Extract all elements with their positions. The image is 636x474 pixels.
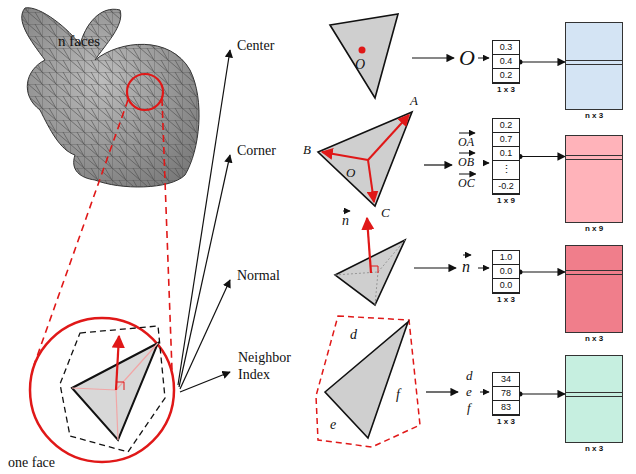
branch-arrows (178, 50, 230, 392)
zoom-line (162, 99, 172, 370)
part-label: Neighbor Index (238, 350, 300, 384)
vector-arrow (459, 174, 476, 175)
zoom-marker (127, 74, 163, 110)
vector-value: 0.1 (493, 147, 519, 161)
point-symbol: O (346, 165, 355, 181)
point-symbol: B (303, 142, 311, 158)
connector (520, 393, 565, 394)
point-symbol: d (466, 368, 473, 384)
vector-value: 0.0 (493, 265, 519, 279)
vector-value: 83 (493, 401, 519, 415)
vector-arrow (343, 211, 350, 212)
size-label: n x 3 (556, 111, 632, 120)
connector (520, 271, 565, 272)
vector-symbol: n (462, 253, 470, 276)
vector-arrow (459, 153, 475, 154)
point-symbol: e (330, 417, 336, 434)
point-symbol: C (381, 205, 390, 221)
connector (520, 61, 565, 62)
neighbor-triangle (325, 322, 408, 438)
part-label: Corner (237, 143, 276, 160)
part-label: n faces (58, 32, 100, 50)
vector-value: ⋮ (493, 161, 519, 180)
vector-arrow (463, 255, 471, 256)
vector-value: 0.4 (493, 55, 519, 69)
center-triangle (330, 14, 398, 98)
vector-symbol: n (342, 209, 349, 230)
row-marker (566, 270, 622, 275)
corner-triangle (318, 112, 412, 206)
vector-value: -0.2 (493, 180, 519, 194)
map-arrows (412, 58, 458, 392)
row-marker (566, 60, 622, 65)
point-symbol: O (355, 57, 365, 74)
size-label: 1 x 3 (483, 417, 529, 426)
vector-value: 0.0 (493, 279, 519, 293)
size-label: 1 x 9 (483, 196, 529, 205)
point-symbol: f (467, 400, 471, 416)
center-lines (72, 343, 158, 440)
corner-vectors (322, 115, 409, 202)
vector-symbol: OC (458, 172, 475, 190)
bunny-mesh (22, 8, 199, 187)
neighbor-outline (60, 326, 165, 452)
point-symbol: e (466, 384, 472, 400)
vector-value: 0.7 (493, 133, 519, 147)
feature-matrix: n x 3 (565, 355, 623, 443)
neighbor-outline (316, 316, 420, 447)
size-label: n x 3 (556, 334, 632, 343)
point-symbol: O (459, 45, 475, 71)
right-angle (116, 382, 124, 390)
feature-vector: 1.00.00.01 x 3 (492, 250, 520, 294)
zoom-circle (30, 318, 174, 462)
feature-vector: 0.20.70.1⋮-0.21 x 9 (492, 118, 520, 195)
part-label: one face (8, 455, 55, 472)
vector-value: 0.2 (493, 119, 519, 133)
normal-arrow (367, 218, 371, 273)
row-marker (566, 392, 622, 397)
vector-value: 78 (493, 387, 519, 401)
center-dot (359, 47, 366, 54)
point-symbol: A (410, 93, 418, 109)
connector (520, 156, 565, 157)
vector-arrow (459, 133, 475, 134)
vector-value: 0.3 (493, 41, 519, 55)
part-label: Center (237, 38, 274, 55)
face-triangle (72, 343, 158, 440)
feature-vector: 0.30.40.21 x 3 (492, 40, 520, 84)
size-label: n x 3 (556, 444, 632, 453)
part-label: Normal (237, 268, 280, 285)
right-angle (371, 266, 378, 273)
feature-vector: 3478831 x 3 (492, 372, 520, 416)
vector-symbol: OB (458, 151, 474, 169)
size-label: 1 x 3 (483, 85, 529, 94)
vector-value: 1.0 (493, 251, 519, 265)
size-label: 1 x 3 (483, 295, 529, 304)
map-arrows (478, 58, 489, 392)
row-marker (566, 155, 622, 160)
vector-value: 0.2 (493, 69, 519, 83)
feature-matrix: n x 3 (565, 22, 623, 110)
feature-matrix: n x 3 (565, 245, 623, 333)
point-symbol: f (396, 387, 400, 404)
point-symbol: d (350, 327, 357, 344)
feature-matrix: n x 9 (565, 135, 623, 223)
vector-value: 34 (493, 373, 519, 387)
size-label: n x 9 (556, 224, 632, 233)
vector-symbol: OA (458, 131, 474, 149)
